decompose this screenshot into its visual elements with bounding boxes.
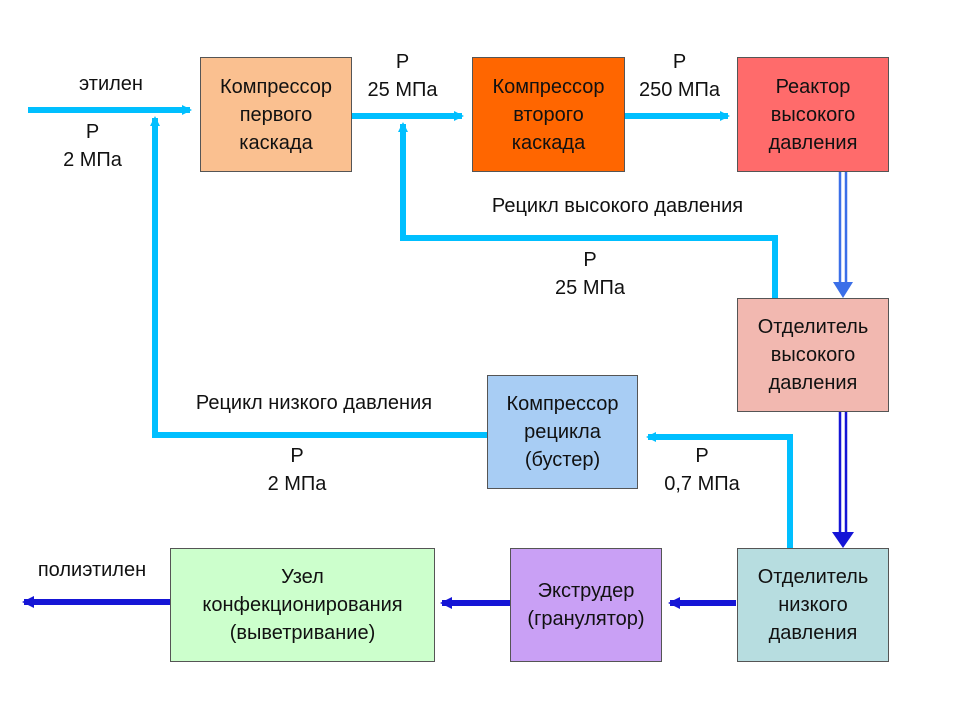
compressor-second-stage-box: Компрессор второго каскада: [472, 57, 625, 172]
reactor-to-hp-separator-arrow: [833, 172, 853, 298]
extruder-label: Экструдер (гранулятор): [527, 580, 645, 630]
ethylene-label: этилен: [79, 73, 143, 95]
recycle-compressor-box: Компрессор рецикла (бустер): [487, 375, 638, 489]
stage1-pressure-label: Р 25 МПа: [367, 51, 438, 101]
low-pressure-separator-label: Отделитель низкого давления: [757, 566, 869, 644]
conditioning-unit-label: Узел конфекционирования (выветривание): [202, 566, 403, 644]
hp-recycle-label: Рецикл высокого давления: [491, 195, 744, 217]
hp-to-lp-separator-arrow: [832, 412, 854, 548]
conditioning-unit-box: Узел конфекционирования (выветривание): [170, 548, 435, 662]
booster-inlet-pressure-label: Р 0,7 МПа: [664, 445, 740, 495]
high-pressure-reactor-box: Реактор высокого давления: [737, 57, 889, 172]
polyethylene-label: полиэтилен: [37, 559, 147, 581]
hp-recycle-line: [398, 122, 778, 298]
hp-recycle-pressure-label: Р 25 МПа: [555, 249, 625, 299]
high-pressure-separator-box: Отделитель высокого давления: [737, 298, 889, 412]
inlet-pressure-label: Р 2 МПа: [63, 121, 122, 171]
high-pressure-reactor-label: Реактор высокого давления: [768, 75, 858, 154]
compressor-second-stage-label: Компрессор второго каскада: [492, 75, 605, 154]
recycle-compressor-label: Компрессор рецикла (бустер): [506, 393, 619, 471]
compressor-first-stage-box: Компрессор первого каскада: [200, 57, 352, 172]
high-pressure-separator-label: Отделитель высокого давления: [757, 316, 869, 394]
low-pressure-separator-box: Отделитель низкого давления: [737, 548, 889, 662]
lp-recycle-label: Рецикл низкого давления: [195, 392, 433, 414]
lp-recycle-pressure-label: Р 2 МПа: [267, 445, 327, 495]
lp-gas-to-booster-line: [646, 432, 793, 548]
extruder-box: Экструдер (гранулятор): [510, 548, 662, 662]
compressor-first-stage-label: Компрессор первого каскада: [219, 75, 333, 154]
lp-recycle-line: [150, 116, 488, 438]
reactor-pressure-label: Р 250 МПа: [638, 51, 721, 101]
